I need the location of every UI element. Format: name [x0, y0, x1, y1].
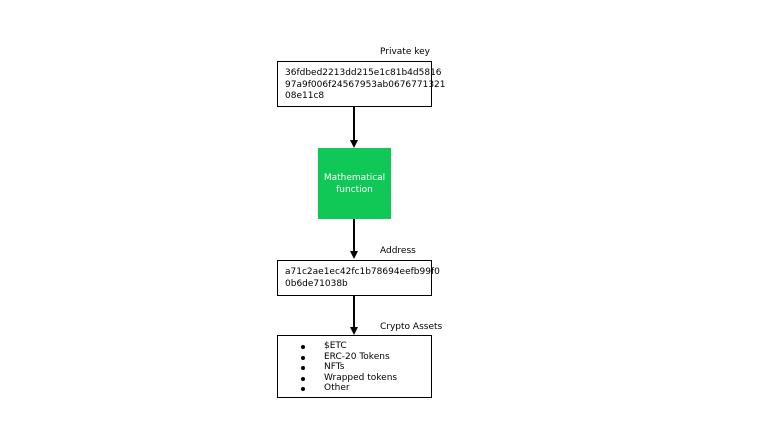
mathematical-function-box: Mathematical function [318, 148, 391, 219]
address-line: a71c2ae1ec42fc1b78694eefb99f0 [285, 267, 440, 277]
private-key-line: 97a9f006f24567953ab0676771321 [285, 79, 446, 90]
list-item: $ETC [278, 341, 431, 352]
address-box: a71c2ae1ec42fc1b78694eefb99f0 0b6de71038… [277, 260, 440, 296]
asset-name: Other [324, 383, 350, 393]
list-item: NFTs [278, 362, 431, 373]
crypto-assets-box: $ETC ERC-20 Tokens NFTs Wrapped tokens O… [277, 335, 432, 398]
list-item: ERC-20 Tokens [278, 352, 431, 363]
crypto-assets-list: $ETC ERC-20 Tokens NFTs Wrapped tokens O… [278, 341, 431, 394]
private-key-line: 36fdbed2213dd215e1c81b4d5816 [285, 68, 442, 78]
private-key-line: 08e11c8 [285, 91, 325, 101]
address-line: 0b6de71038b [285, 278, 348, 289]
function-label-line: function [336, 184, 373, 195]
bullet-icon [301, 366, 305, 370]
address-label: Address [380, 246, 416, 256]
asset-name: $ETC [324, 341, 347, 351]
bullet-icon [301, 376, 305, 381]
bullet-icon [301, 345, 305, 349]
bullet-icon [301, 355, 305, 360]
asset-name: Wrapped tokens [324, 372, 398, 383]
bullet-icon [301, 387, 305, 391]
asset-name: ERC-20 Tokens [324, 351, 390, 362]
function-label-line: Mathematical [323, 172, 386, 183]
list-item: Wrapped tokens [278, 373, 431, 384]
private-key-box: 36fdbed2213dd215e1c81b4d5816 97a9f006f24… [277, 61, 446, 107]
crypto-assets-label: Crypto Assets [380, 322, 443, 332]
private-key-label: Private key [380, 47, 430, 57]
asset-name: NFTs [324, 362, 345, 372]
list-item: Other [278, 383, 431, 394]
